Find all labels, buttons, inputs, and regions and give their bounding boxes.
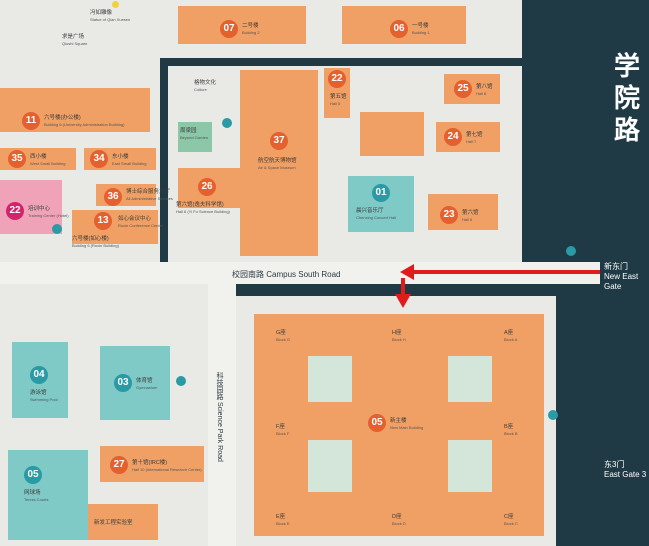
- info-icon[interactable]: [52, 224, 62, 234]
- road-science-park: [208, 284, 236, 546]
- arrow-head-vertical: [395, 294, 411, 308]
- gate-marker-icon[interactable]: [566, 246, 576, 256]
- statue-icon: [112, 1, 119, 8]
- main-courtyard-right: [448, 356, 492, 402]
- pin-35[interactable]: 35: [8, 150, 26, 168]
- pin-23[interactable]: 23: [440, 206, 458, 224]
- label-eng: 新发工程实验室: [94, 520, 133, 526]
- info-icon-3[interactable]: [176, 376, 186, 386]
- pin-22-hall5[interactable]: 22: [328, 70, 346, 88]
- info-icon-4[interactable]: [548, 410, 558, 420]
- road-strip: [0, 262, 600, 284]
- pin-26[interactable]: 26: [198, 178, 216, 196]
- pin-24[interactable]: 24: [444, 128, 462, 146]
- pin-04[interactable]: 04: [30, 366, 48, 384]
- garden: [178, 122, 212, 152]
- pin-05-tennis[interactable]: 05: [24, 466, 42, 484]
- building-37: [240, 70, 318, 256]
- label-south-road: 校园南路 Campus South Road: [232, 270, 341, 279]
- pin-11[interactable]: 11: [22, 112, 40, 130]
- building-07: [178, 6, 306, 44]
- pin-37[interactable]: 37: [270, 132, 288, 150]
- label-b27: 第十馆(IRC楼)Hall 10 (International Research…: [132, 460, 202, 472]
- pin-06[interactable]: 06: [390, 20, 408, 38]
- building-03: [100, 346, 170, 420]
- building-25: [444, 74, 500, 104]
- building-cluster: [360, 112, 424, 156]
- main-courtyard-left-bottom: [308, 440, 352, 492]
- main-courtyard-left: [308, 356, 352, 402]
- pin-05-main[interactable]: 05: [368, 414, 386, 432]
- pin-07[interactable]: 07: [220, 20, 238, 38]
- main-complex: [254, 314, 544, 536]
- pin-34[interactable]: 34: [90, 150, 108, 168]
- pin-01[interactable]: 01: [372, 184, 390, 202]
- street-name: 学院路: [613, 51, 640, 145]
- pin-13[interactable]: 13: [94, 212, 112, 230]
- building-23: [428, 194, 498, 230]
- building-eng: [88, 504, 158, 540]
- pin-25[interactable]: 25: [454, 80, 472, 98]
- arrow-head-horizontal: [400, 264, 414, 280]
- pin-27[interactable]: 27: [110, 456, 128, 474]
- label-b13b: 六号楼(如心楼)Building 6 (Ruxin Building): [72, 236, 119, 248]
- pin-03[interactable]: 03: [114, 374, 132, 392]
- label-b11: 六号楼(办公楼)Building 6 (University Administr…: [44, 115, 125, 127]
- label-science-park-road: 科技园路 Science Park Road: [216, 372, 223, 462]
- label-b26: 第六馆(逸夫科学馆)Hall 6 (Yi Fu Science Building…: [176, 202, 230, 214]
- pin-22-training[interactable]: 22: [6, 202, 24, 220]
- building-13: [72, 210, 158, 244]
- pin-36[interactable]: 36: [104, 188, 122, 206]
- building-05-tennis: [8, 450, 88, 540]
- info-icon-2[interactable]: [222, 118, 232, 128]
- main-courtyard-right-bottom: [448, 440, 492, 492]
